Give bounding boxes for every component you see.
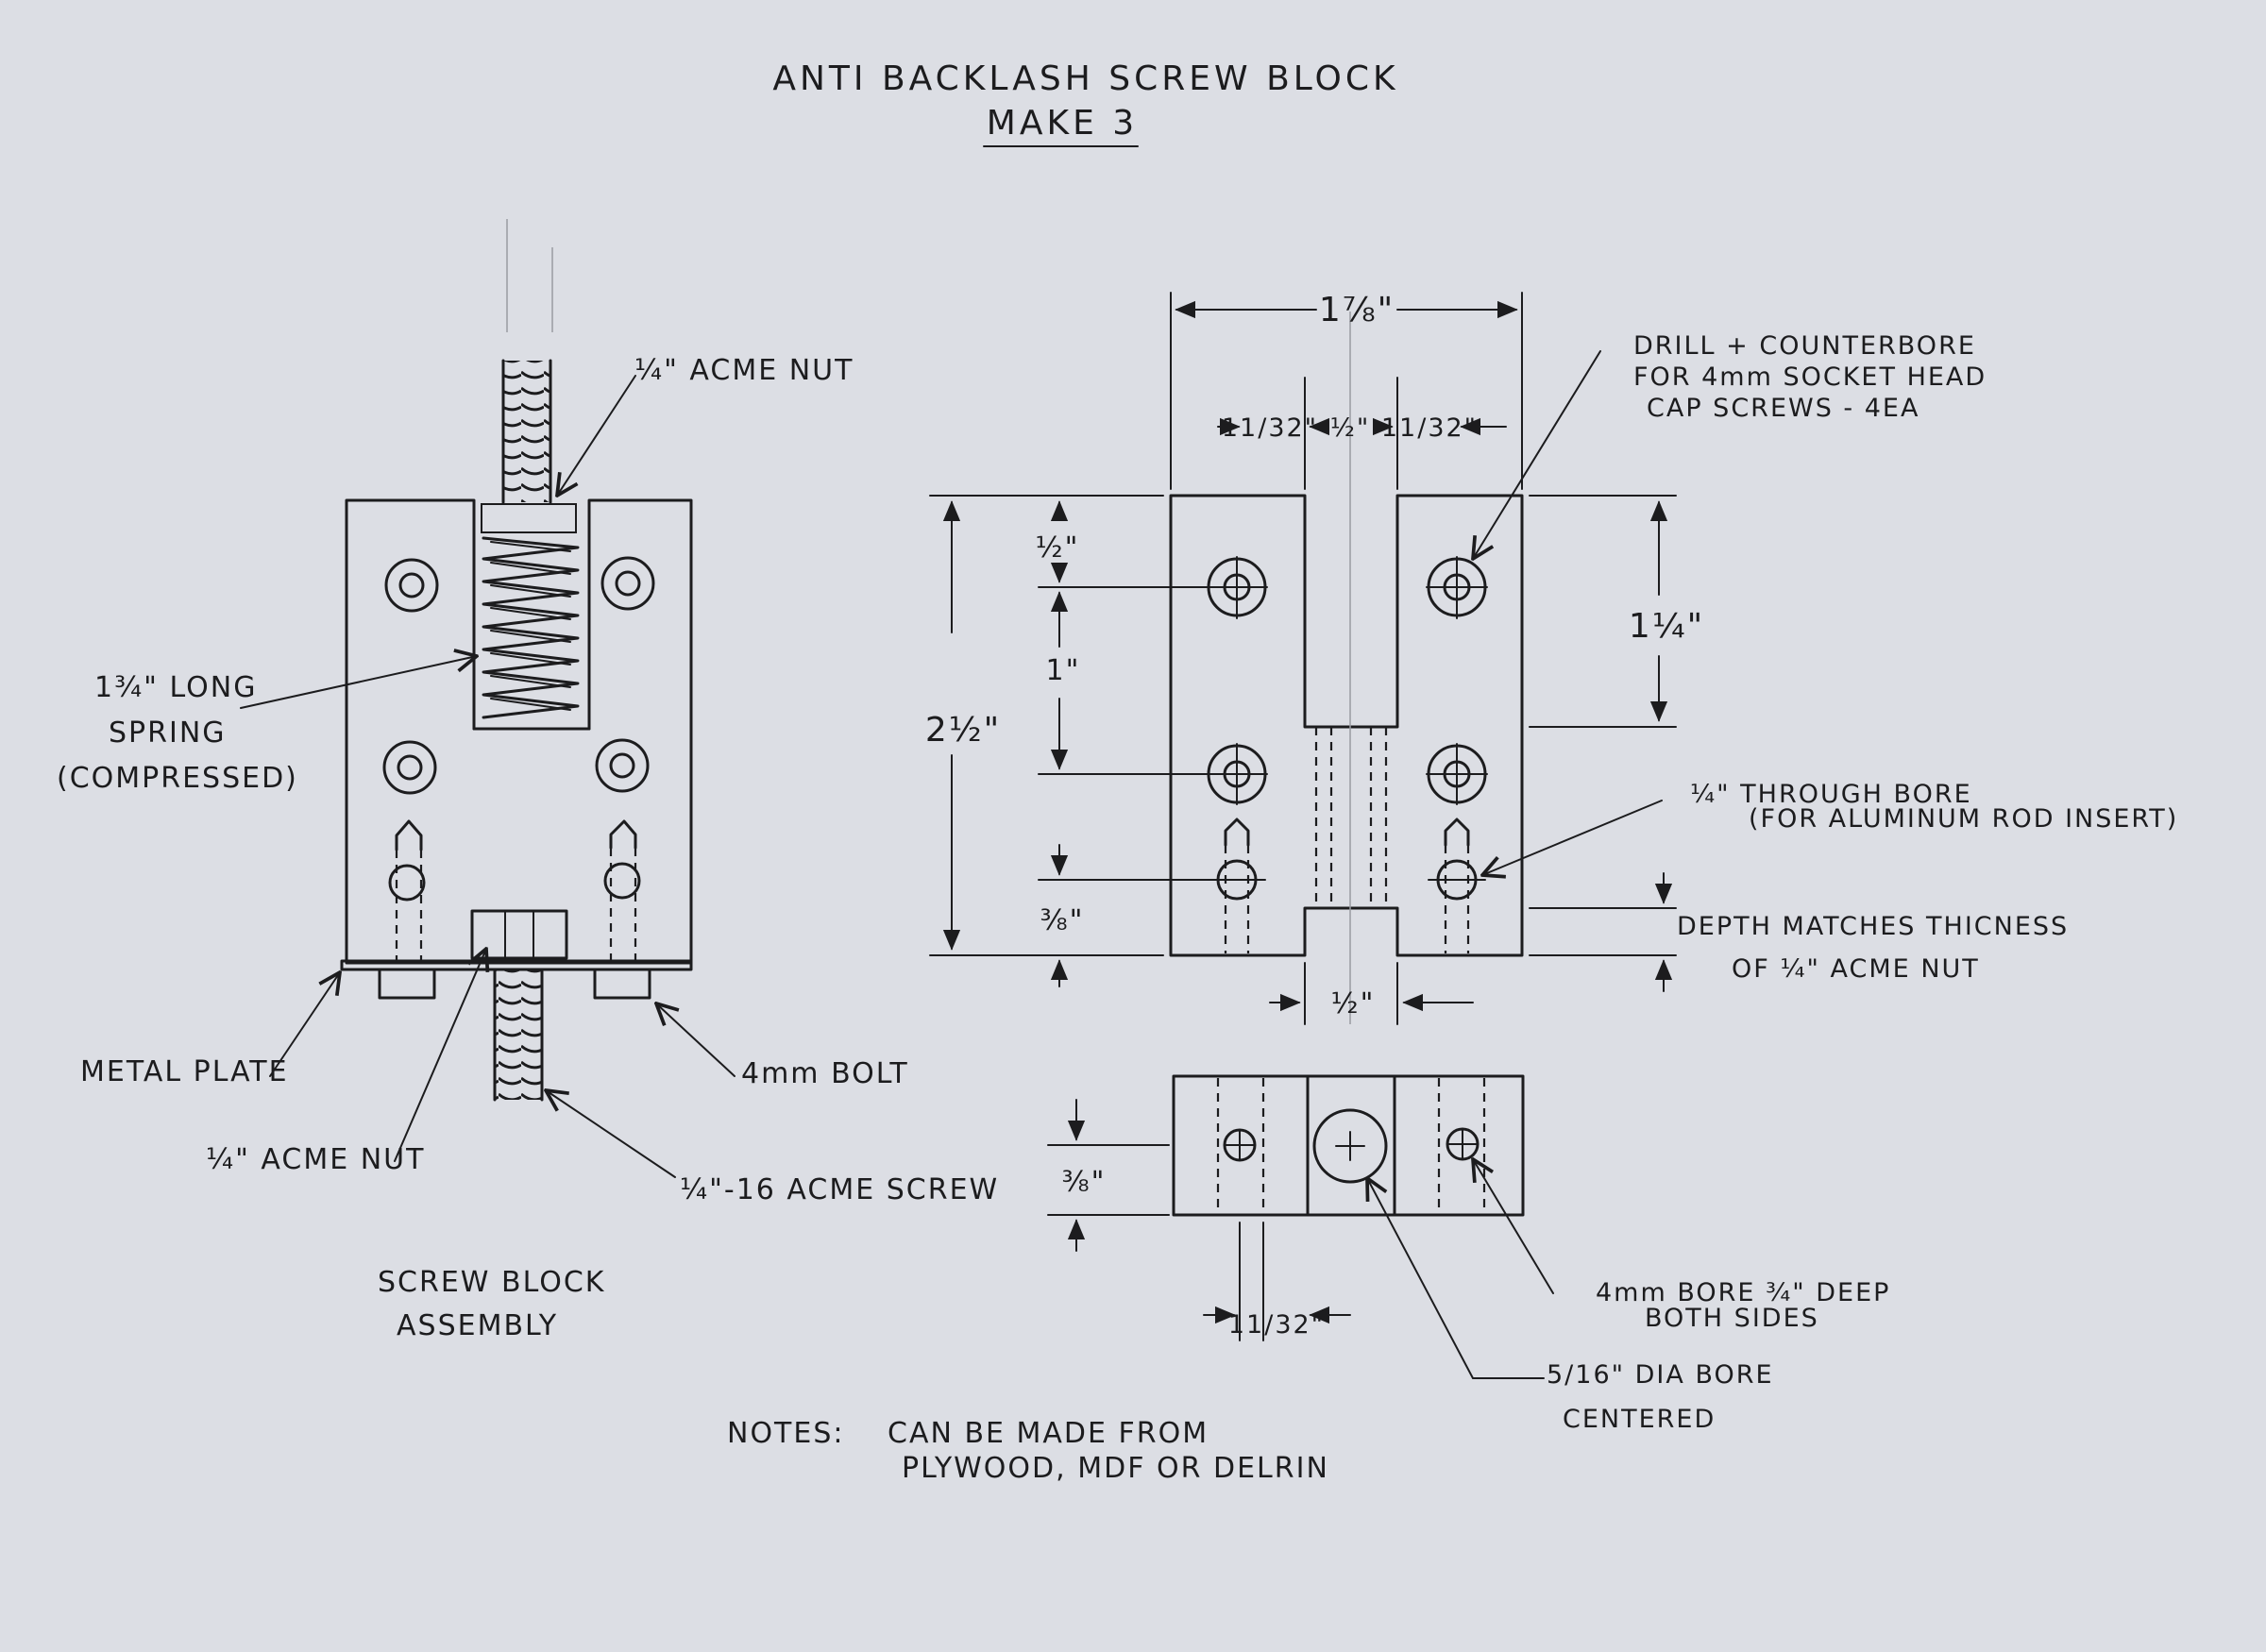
leader-spring — [240, 656, 477, 709]
label-spring-line1: 1¾" LONG — [94, 671, 257, 704]
dim-top-to-hole: ½" — [1036, 531, 1080, 565]
bolt-head-left — [378, 968, 436, 1000]
notes-label: NOTES: — [727, 1417, 845, 1450]
front-view: 1⅞" 11/32" ½" 11/32" 2½" ½" 1" ⅜" 1¼" — [925, 291, 2178, 1025]
counterbore-hole-bl — [382, 740, 437, 795]
dim-slot-depth: 1¼" — [1629, 607, 1704, 646]
label-metal-plate: METAL PLATE — [80, 1055, 289, 1088]
dim-bottom-to-bore: ⅜" — [1040, 904, 1085, 937]
label-acme-nut-bottom: ¼" ACME NUT — [206, 1143, 425, 1176]
note-dia-bore-line2: CENTERED — [1563, 1405, 1716, 1434]
note-counterbore-line1: DRILL + COUNTERBORE — [1633, 331, 1976, 361]
note-depth-line1: DEPTH MATCHES THICNESS — [1677, 912, 2069, 941]
notes-line1: CAN BE MADE FROM — [888, 1417, 1209, 1450]
front-counterbore-holes — [1206, 556, 1488, 805]
bolt-bore-right — [603, 862, 641, 900]
note-through-bore-line2: (FOR ALUMINUM ROD INSERT) — [1749, 804, 2178, 834]
bolt-bore-left — [388, 864, 426, 902]
leader-through-bore — [1482, 800, 1663, 875]
leader-dia-bore — [1367, 1178, 1545, 1379]
general-notes: NOTES: CAN BE MADE FROM PLYWOOD, MDF OR … — [727, 1417, 1329, 1485]
note-counterbore-line2: FOR 4mm SOCKET HEAD — [1633, 362, 1987, 392]
assembly-caption-line2: ASSEMBLY — [397, 1309, 558, 1342]
acme-screw-top — [503, 361, 550, 502]
dim-overall-height: 2½" — [925, 711, 1001, 750]
bolt-head-right — [593, 968, 651, 1000]
counterbore-hole-br — [595, 738, 650, 793]
screw-block-assembly-view: ¼" ACME NUT 1¾" LONG SPRING (COMPRESSED)… — [57, 219, 999, 1342]
bottom-center-bore — [1312, 1108, 1388, 1184]
label-spring-line3: (COMPRESSED) — [57, 762, 298, 795]
front-block-outline — [1169, 494, 1524, 957]
acme-nut-top — [481, 503, 577, 533]
dim-left-leg: 11/32" — [1222, 413, 1318, 443]
leader-metal-plate — [269, 972, 340, 1077]
bolt-bores — [388, 819, 641, 961]
dim-bottom-offset: 11/32" — [1228, 1310, 1325, 1340]
bottom-view: ⅜" 11/32" 4mm BORE ¾" DEEP BOTH SIDES 5/… — [1047, 1074, 1890, 1434]
note-depth-line2: OF ¼" ACME NUT — [1732, 954, 1980, 984]
spring — [482, 536, 580, 719]
counterbore-holes — [382, 556, 655, 795]
drawing-title: ANTI BACKLASH SCREW BLOCK MAKE 3 — [772, 59, 1398, 147]
title-line1: ANTI BACKLASH SCREW BLOCK — [772, 59, 1398, 98]
leader-acme-nut-bottom — [394, 949, 486, 1162]
dim-bottom-slot: ½" — [1331, 987, 1376, 1020]
title-line2: MAKE 3 — [987, 104, 1138, 143]
note-dia-bore-line1: 5/16" DIA BORE — [1547, 1360, 1774, 1390]
dim-hole-spacing: 1" — [1046, 654, 1081, 687]
note-counterbore-line3: CAP SCREWS - 4EA — [1647, 394, 1919, 423]
acme-nut-bottom — [470, 909, 568, 960]
leader-counterbore — [1473, 350, 1601, 559]
dim-overall-width: 1⅞" — [1319, 291, 1395, 329]
dim-slot: ½" — [1330, 413, 1371, 443]
dim-right-leg: 11/32" — [1381, 413, 1478, 443]
note-4mm-bore-line2: BOTH SIDES — [1645, 1304, 1819, 1333]
front-through-bores — [1208, 818, 1486, 953]
label-bolt: 4mm BOLT — [741, 1057, 909, 1090]
acme-screw-bottom — [495, 969, 542, 1100]
assembly-caption-line1: SCREW BLOCK — [378, 1266, 605, 1299]
notes-line2: PLYWOOD, MDF OR DELRIN — [902, 1452, 1329, 1485]
dim-bottom-height: ⅜" — [1062, 1166, 1107, 1199]
leader-4mm-bore — [1473, 1159, 1554, 1294]
bottom-block-outline — [1172, 1074, 1525, 1217]
label-spring-line2: SPRING — [109, 716, 227, 750]
leader-screw — [546, 1090, 676, 1178]
counterbore-hole-tr — [600, 556, 655, 611]
label-screw: ¼"-16 ACME SCREW — [680, 1173, 999, 1206]
leader-bolt — [656, 1003, 736, 1077]
note-4mm-bore-line1: 4mm BORE ¾" DEEP — [1596, 1278, 1890, 1307]
leader-acme-nut-top — [557, 375, 636, 496]
counterbore-hole-tl — [384, 558, 439, 613]
block-body-outline — [345, 498, 693, 965]
label-acme-nut-top: ¼" ACME NUT — [634, 354, 854, 387]
note-through-bore-line1: ¼" THROUGH BORE — [1690, 780, 1972, 809]
